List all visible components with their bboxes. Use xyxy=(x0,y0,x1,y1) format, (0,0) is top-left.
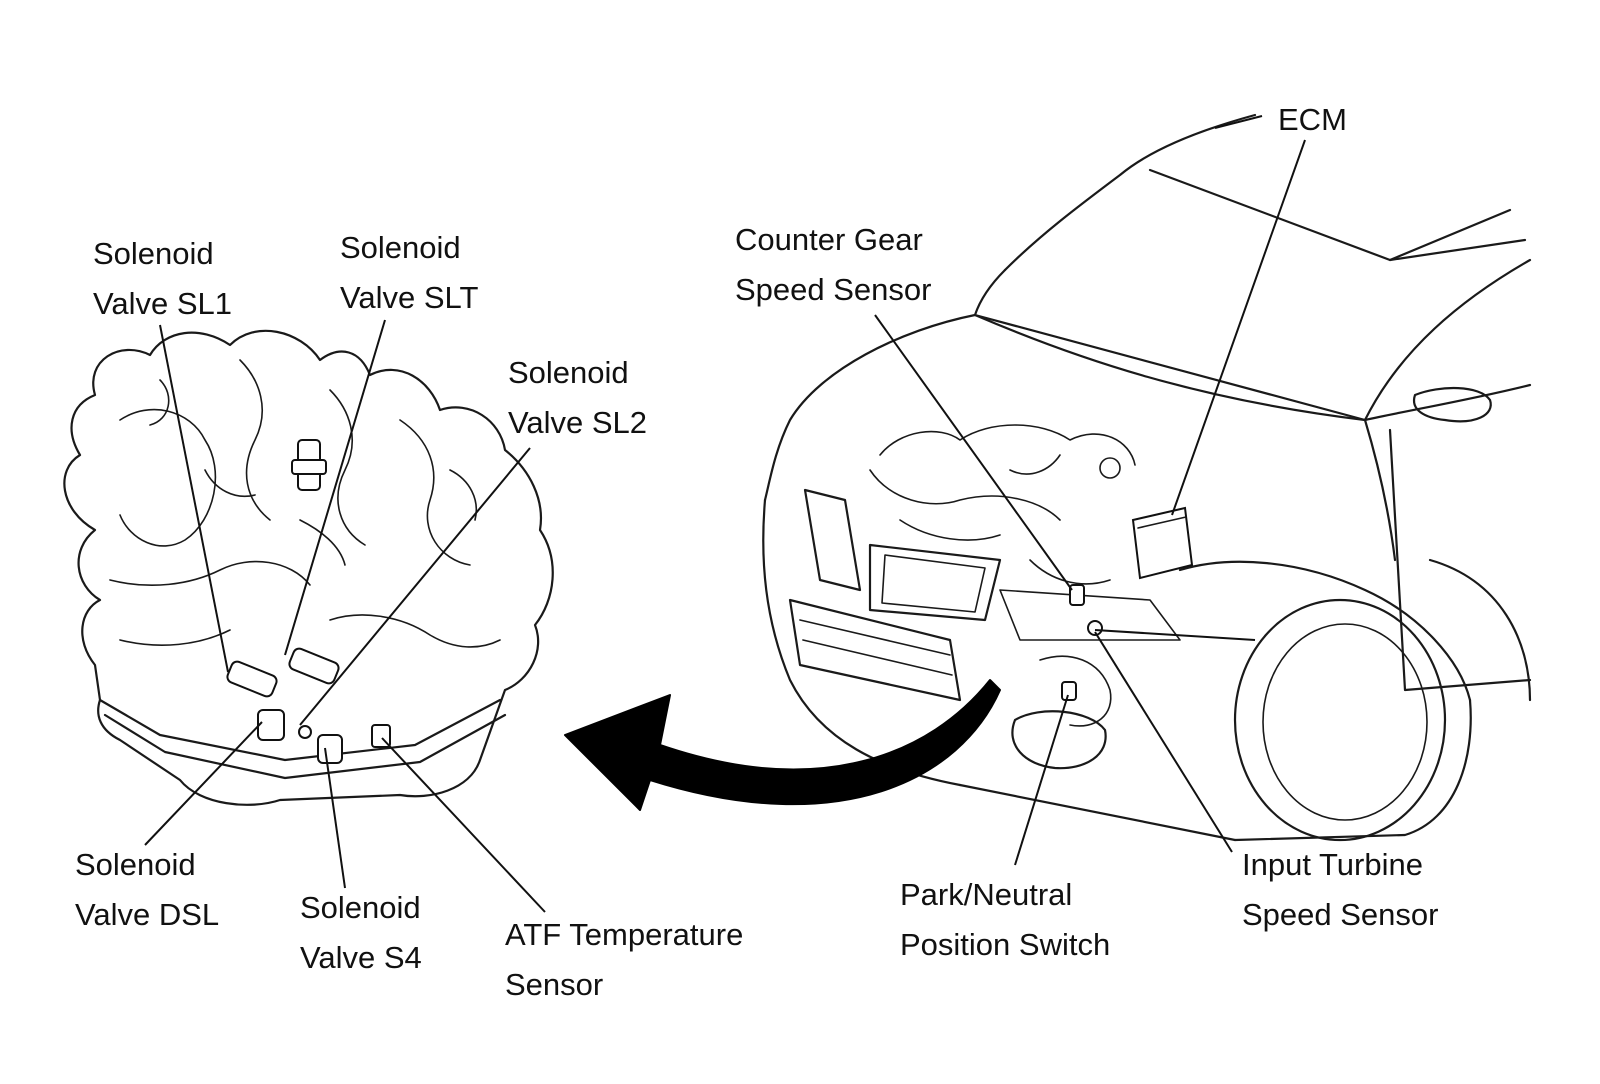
label-counter-gear-line1: Counter Gear xyxy=(735,222,923,257)
leader-dsl xyxy=(144,721,263,846)
label-pnp-line2: Position Switch xyxy=(900,927,1110,962)
label-dsl-line2: Valve DSL xyxy=(75,897,219,932)
label-ecm: ECM xyxy=(1278,102,1347,137)
label-slt-line1: Solenoid xyxy=(340,230,461,265)
leader-counter-gear xyxy=(874,314,1073,591)
label-slt-line2: Valve SLT xyxy=(340,280,478,315)
label-counter-gear-line2: Speed Sensor xyxy=(735,272,931,307)
label-sl2-line1: Solenoid xyxy=(508,355,629,390)
label-s4-line1: Solenoid xyxy=(300,890,421,925)
leader-sl1 xyxy=(159,324,229,673)
label-sl2-line2: Valve SL2 xyxy=(508,405,647,440)
transaxle-illustration xyxy=(63,329,554,806)
label-s4-line2: Valve S4 xyxy=(300,940,422,975)
leader-atf xyxy=(381,737,546,913)
location-arrow xyxy=(564,679,1001,811)
label-pnp-line1: Park/Neutral xyxy=(900,877,1072,912)
vehicle-illustration xyxy=(762,113,1532,842)
callout-labels: ECM Counter Gear Speed Sensor Solenoid V… xyxy=(75,102,1438,1002)
label-dsl-line1: Solenoid xyxy=(75,847,196,882)
leader-its-branch xyxy=(1094,629,1256,641)
leader-slt xyxy=(284,319,386,656)
label-sl1-line1: Solenoid xyxy=(93,236,214,271)
leader-sl2 xyxy=(299,447,531,726)
label-sl1-line2: Valve SL1 xyxy=(93,286,232,321)
leader-s4 xyxy=(324,747,346,889)
label-atf-line2: Sensor xyxy=(505,967,603,1002)
label-its-line2: Speed Sensor xyxy=(1242,897,1438,932)
leader-its xyxy=(1094,631,1233,853)
leader-pnp xyxy=(1014,694,1069,866)
leader-lines xyxy=(144,115,1306,913)
label-its-line1: Input Turbine xyxy=(1242,847,1423,882)
leader-ecm-roof xyxy=(1214,115,1263,129)
leader-ecm xyxy=(1171,139,1306,516)
label-atf-line1: ATF Temperature xyxy=(505,917,743,952)
